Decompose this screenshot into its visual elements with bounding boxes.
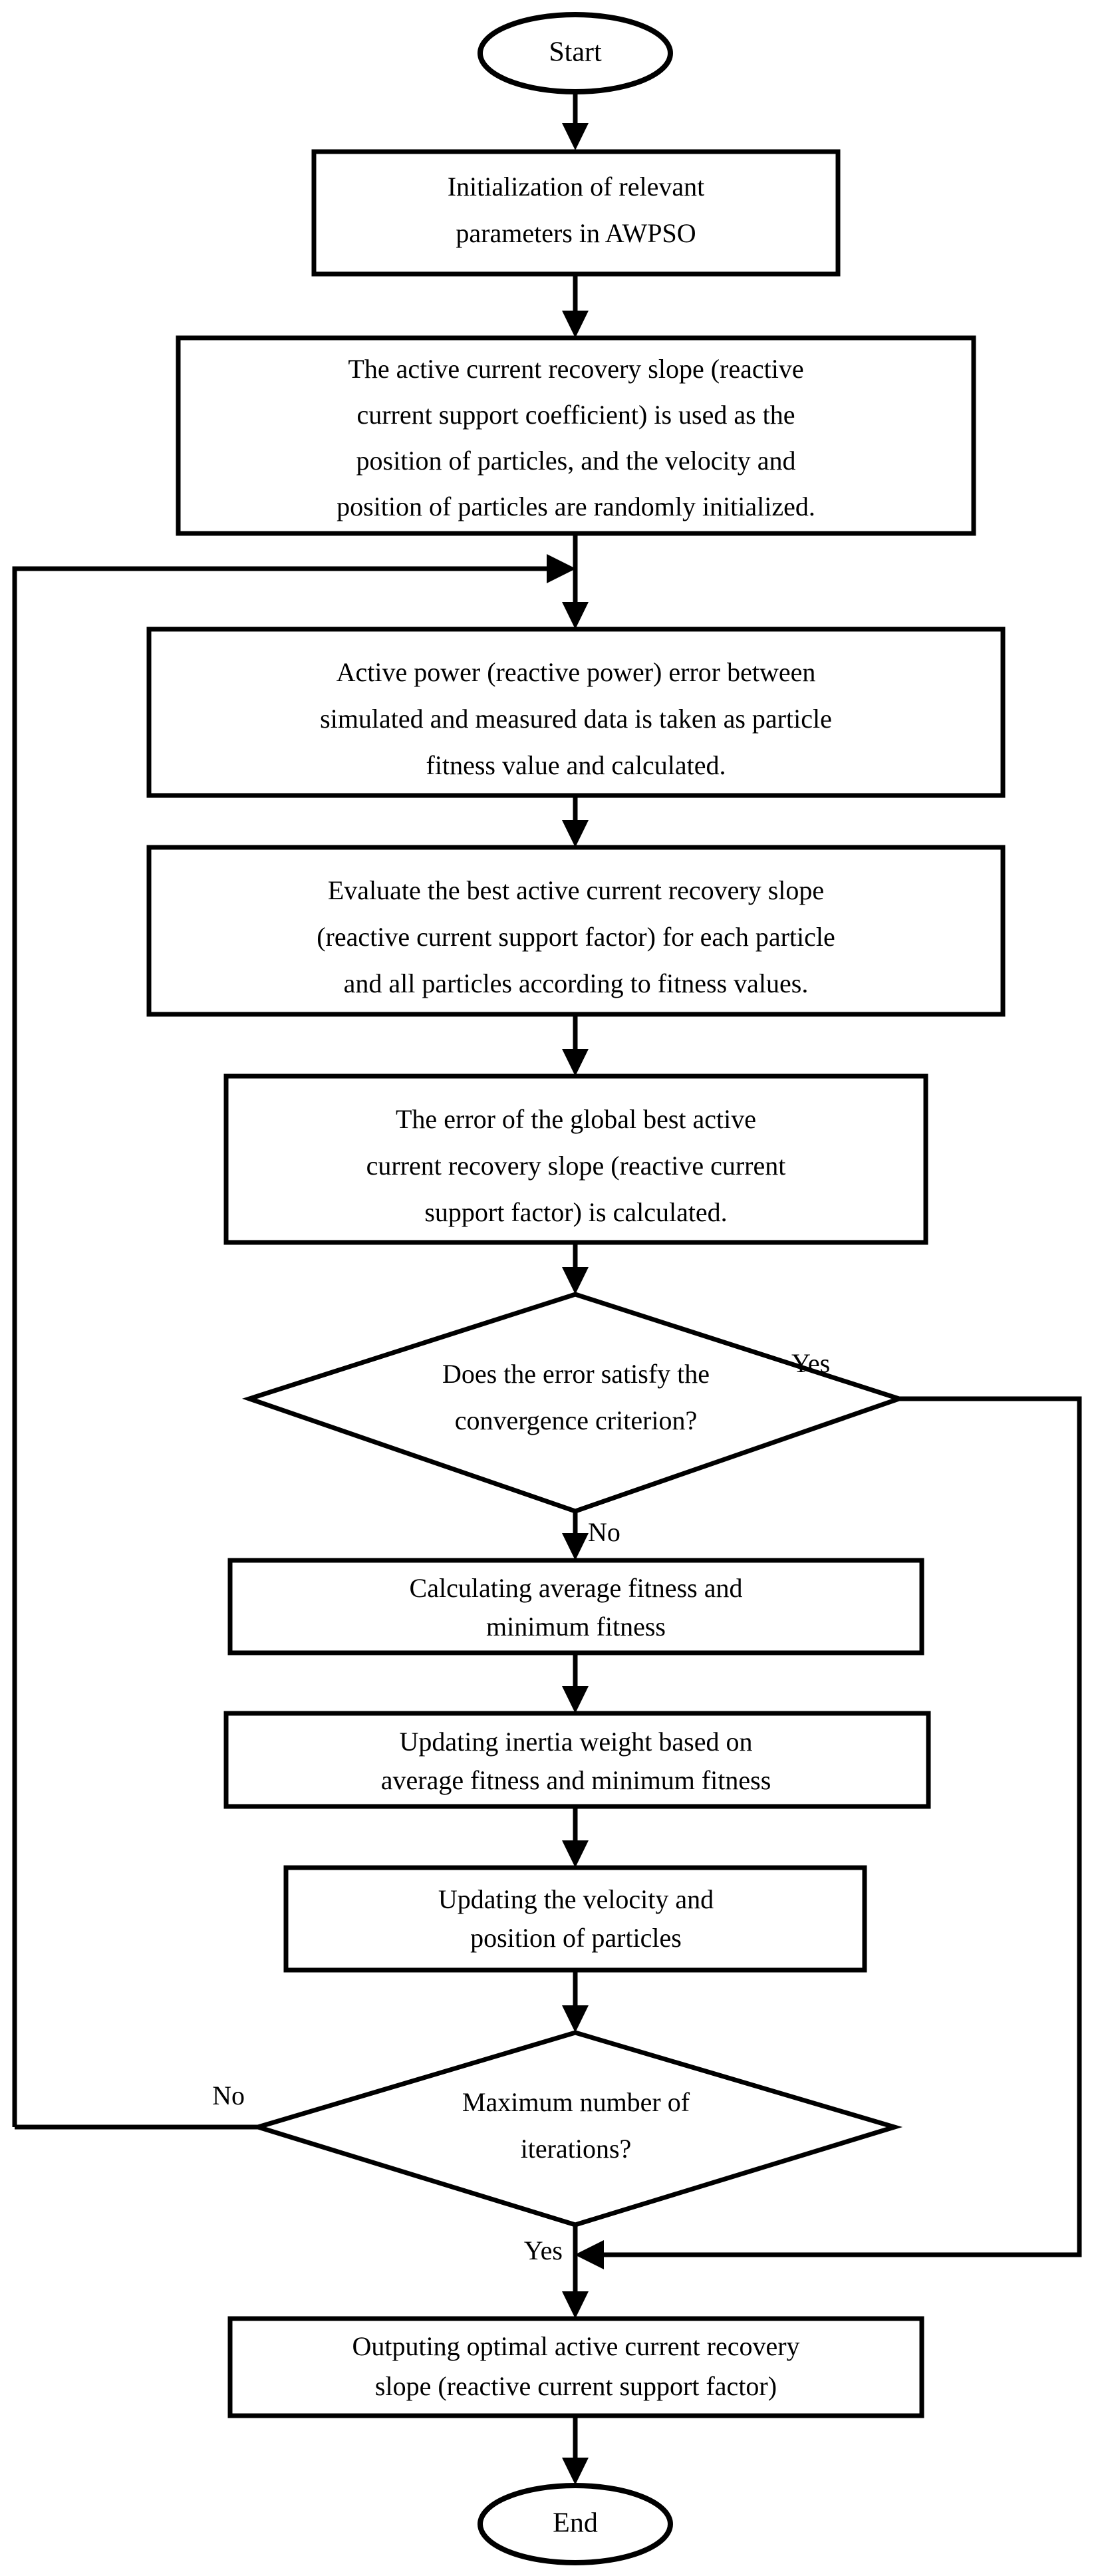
node-output-optimal-line-0: Outputing optimal active current recover…: [352, 2331, 799, 2361]
edge-label-max-iterations-yes: Yes: [524, 2235, 563, 2265]
node-update-inertia-line-1: average fitness and minimum fitness: [381, 1765, 771, 1795]
node-init-params[interactable]: Initialization of relevant parameters in…: [311, 149, 841, 277]
connector-init-params-to-init-particles: [562, 274, 589, 338]
node-global-best-error[interactable]: The error of the global best active curr…: [223, 1073, 928, 1245]
node-end[interactable]: End: [478, 2483, 673, 2565]
node-evaluate-best-line-0: Evaluate the best active current recover…: [328, 875, 824, 905]
node-init-params-line-1: parameters in AWPSO: [456, 218, 696, 248]
node-convergence-check[interactable]: Does the error satisfy the convergence c…: [241, 1292, 907, 1514]
node-avg-min-fitness-line-1: minimum fitness: [486, 1612, 666, 1642]
node-avg-min-fitness[interactable]: Calculating average fitness and minimum …: [227, 1558, 924, 1655]
edge-label-convergence-no: No: [588, 1517, 620, 1547]
node-start-line-0: Start: [549, 37, 602, 68]
node-init-particles-line-3: position of particles are randomly initi…: [337, 492, 815, 521]
node-evaluate-best-line-1: (reactive current support factor) for ea…: [317, 922, 835, 952]
node-init-particles-line-1: current support coefficient) is used as …: [356, 400, 795, 430]
connector-maxiter-yes: [562, 2225, 589, 2319]
node-init-params-line-0: Initialization of relevant: [448, 172, 705, 202]
node-global-best-error-line-2: support factor) is calculated.: [424, 1197, 727, 1227]
node-global-best-error-line-0: The error of the global best active: [396, 1104, 756, 1134]
node-convergence-check-line-1: convergence criterion?: [455, 1405, 698, 1435]
node-start[interactable]: Start: [478, 12, 673, 94]
node-max-iterations-line-0: Maximum number of: [462, 2087, 690, 2117]
node-update-inertia-line-0: Updating inertia weight based on: [400, 1727, 753, 1757]
edge-label-max-iterations-no: No: [212, 2080, 245, 2110]
node-fitness-calc-line-0: Active power (reactive power) error betw…: [337, 657, 816, 687]
node-update-velocity[interactable]: Updating the velocity and position of pa…: [283, 1865, 867, 1973]
node-fitness-calc-line-2: fitness value and calculated.: [426, 750, 726, 780]
node-init-particles[interactable]: The active current recovery slope (react…: [176, 335, 976, 536]
node-output-optimal[interactable]: Outputing optimal active current recover…: [227, 2316, 924, 2418]
node-init-particles-line-2: position of particles, and the velocity …: [356, 446, 796, 476]
node-init-particles-line-0: The active current recovery slope (react…: [348, 354, 803, 384]
node-fitness-calc-line-1: simulated and measured data is taken as …: [320, 704, 832, 734]
connector-global-error-to-convergence: [562, 1242, 589, 1294]
connector-inertia-to-velocity: [562, 1806, 589, 1868]
node-evaluate-best-line-2: and all particles according to fitness v…: [344, 968, 809, 998]
connector-avgmin-to-inertia: [562, 1653, 589, 1713]
node-evaluate-best[interactable]: Evaluate the best active current recover…: [146, 845, 1006, 1017]
node-update-inertia[interactable]: Updating inertia weight based on average…: [223, 1711, 931, 1809]
connector-loop-back-no-to-fitness: [12, 554, 576, 2127]
node-max-iterations[interactable]: Maximum number of iterations?: [249, 2030, 903, 2227]
connector-output-to-end: [562, 2416, 589, 2485]
node-global-best-error-line-1: current recovery slope (reactive current: [366, 1151, 786, 1181]
connector-velocity-to-maxiter: [562, 1970, 589, 2033]
node-end-line-0: End: [553, 2508, 598, 2539]
node-avg-min-fitness-line-0: Calculating average fitness and: [410, 1573, 743, 1603]
connector-init-particles-to-fitness-calc: [562, 533, 589, 629]
node-update-velocity-line-0: Updating the velocity and: [438, 1884, 714, 1914]
connector-convergence-yes: [575, 1396, 1082, 2269]
edge-label-convergence-yes: Yes: [791, 1348, 830, 1378]
node-max-iterations-line-1: iterations?: [521, 2134, 632, 2164]
connector-fitness-to-evaluate: [562, 795, 589, 847]
node-update-velocity-line-1: position of particles: [470, 1923, 682, 1953]
node-output-optimal-line-1: slope (reactive current support factor): [375, 2371, 777, 2401]
node-convergence-check-line-0: Does the error satisfy the: [442, 1359, 710, 1389]
node-fitness-calc[interactable]: Active power (reactive power) error betw…: [146, 627, 1006, 798]
connector-evaluate-to-global-error: [562, 1014, 589, 1076]
connector-convergence-no: [562, 1511, 589, 1560]
